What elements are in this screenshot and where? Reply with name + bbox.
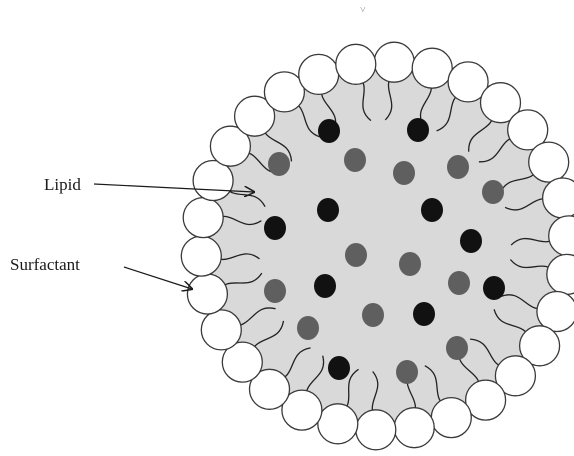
- lipid-particle-gray: [399, 252, 421, 276]
- surfactant-head: [529, 142, 569, 182]
- lipid-particle-dark: [413, 302, 435, 326]
- surfactant-head: [183, 198, 223, 238]
- lipid-particle-gray: [362, 303, 384, 327]
- surfactant-head: [394, 408, 434, 448]
- lipid-particle-gray: [448, 271, 470, 295]
- lipid-particle-gray: [268, 152, 290, 176]
- surfactant-head: [336, 44, 376, 84]
- lipid-particle-dark: [460, 229, 482, 253]
- surfactant-head: [356, 410, 396, 450]
- lipid-particle-dark: [317, 198, 339, 222]
- lipid-particle-dark: [328, 356, 350, 380]
- lipid-particle-gray: [396, 360, 418, 384]
- lipid-particle-gray: [344, 148, 366, 172]
- surfactant-head: [201, 310, 241, 350]
- lipid-particle-gray: [393, 161, 415, 185]
- lipid-particle-gray: [264, 279, 286, 303]
- surfactant-label: Surfactant: [10, 255, 80, 274]
- lipid-particle-gray: [482, 180, 504, 204]
- lipid-particle-gray: [297, 316, 319, 340]
- lipid-particle-dark: [421, 198, 443, 222]
- surfactant-head: [181, 236, 221, 276]
- surfactant-head: [431, 398, 471, 438]
- lipid-particle-gray: [345, 243, 367, 267]
- surfactant-head: [318, 404, 358, 444]
- surfactant-head: [187, 274, 227, 314]
- top-edge-mark: ˅: [360, 5, 366, 16]
- surfactant-head: [412, 48, 452, 88]
- lipid-particle-dark: [483, 276, 505, 300]
- surfactant-arrow: [124, 267, 192, 289]
- surfactant-head: [374, 42, 414, 82]
- lipid-particle-dark: [318, 119, 340, 143]
- lipid-particle-gray: [446, 336, 468, 360]
- lipid-label: Lipid: [44, 175, 81, 194]
- surfactant-head: [299, 54, 339, 94]
- lipid-particle-dark: [264, 216, 286, 240]
- lipid-particle-gray: [447, 155, 469, 179]
- lipid-particle-dark: [407, 118, 429, 142]
- lipid-particle-dark: [314, 274, 336, 298]
